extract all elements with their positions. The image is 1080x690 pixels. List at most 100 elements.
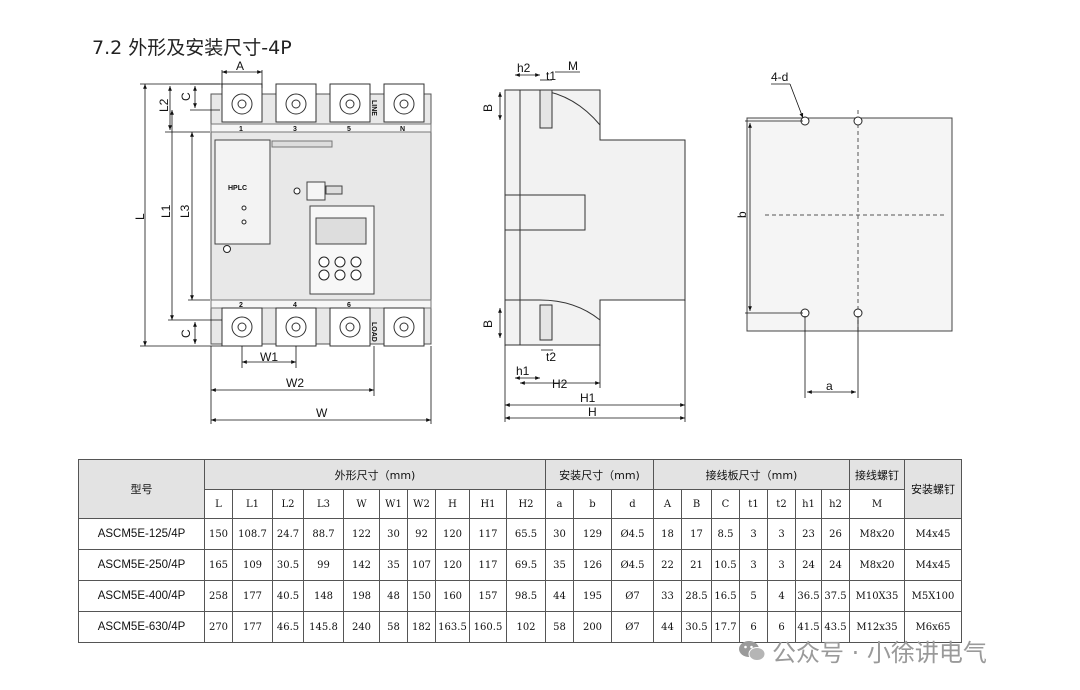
table-cell: 126 [573,549,612,581]
svg-text:b: b [735,211,749,218]
front-view-labels: A C L2 L L1 L3 C W1 W2 W HPLC 1 3 5 N 2 … [133,59,405,420]
table-cell: 270 [204,611,233,643]
table-cell: 88.7 [303,518,344,550]
table-cell: 6 [767,611,796,643]
svg-text:1: 1 [239,126,243,133]
table-cell: 23 [795,518,822,550]
table-cell: Ø4.5 [611,549,654,581]
table-cell: 48 [379,580,408,612]
table-cell: 5 [739,580,768,612]
table-cell: M8x20 [849,518,905,550]
group-outline: 外形尺寸（mm) [204,459,546,490]
svg-text:W1: W1 [260,350,278,364]
svg-text:M: M [568,59,578,73]
table-cell: Ø7 [611,580,654,612]
watermark: 公众号 · 小徐讲电气 [738,633,987,668]
table-cell: 26 [821,518,850,550]
table-cell: 148 [303,580,344,612]
column-header: H [435,489,470,519]
table-cell: 30.5 [272,549,304,581]
table-cell: 3 [767,518,796,550]
group-wiring-screw: 接线螺钉 [849,459,905,490]
table-cell: 120 [435,549,470,581]
svg-text:4-d: 4-d [771,70,788,84]
table-cell: 69.5 [506,549,546,581]
svg-text:L2: L2 [157,98,171,112]
svg-text:C: C [179,329,193,338]
watermark-text: 公众号 · 小徐讲电气 [772,639,987,667]
column-header: b [573,489,612,519]
table-cell: 33 [653,580,682,612]
table-cell: 44 [545,580,574,612]
table-cell: 8.5 [711,518,740,550]
svg-text:LOAD: LOAD [370,322,377,342]
wechat-icon [739,640,766,661]
column-header: C [711,489,740,519]
table-cell: 44 [653,611,682,643]
table-cell: 182 [407,611,436,643]
table-cell: 36.5 [795,580,822,612]
table-cell: 177 [232,580,273,612]
column-header: W1 [379,489,408,519]
svg-text:5: 5 [347,126,351,133]
svg-text:L: L [133,213,147,220]
model-cell: ASCM5E-125/4P [78,518,205,550]
svg-text:H2: H2 [552,377,568,391]
column-header: W [343,489,380,519]
brand-label: HPLC [228,185,247,192]
table-cell: 177 [232,611,273,643]
table-cell: 117 [469,518,507,550]
svg-text:a: a [826,379,833,393]
dimension-drawings: A C L2 L L1 L3 C W1 W2 W HPLC 1 3 5 N 2 … [133,59,953,424]
column-header: L2 [272,489,304,519]
svg-text:H1: H1 [580,391,596,405]
table-cell: 37.5 [821,580,850,612]
table-cell: 30 [379,518,408,550]
table-cell: 65.5 [506,518,546,550]
column-header: t1 [739,489,768,519]
table-cell: M4x45 [904,549,962,581]
model-cell: ASCM5E-630/4P [78,611,205,643]
svg-text:L3: L3 [178,204,192,218]
svg-text:h2: h2 [517,61,531,75]
table-cell: 107 [407,549,436,581]
table-cell: 30.5 [681,611,712,643]
table-cell: 3 [767,549,796,581]
svg-text:t2: t2 [546,350,556,364]
table-cell: 28.5 [681,580,712,612]
column-header: h1 [795,489,822,519]
svg-text:LINE: LINE [370,100,377,116]
table-cell: 17.7 [711,611,740,643]
column-header: L1 [232,489,273,519]
table-cell: 117 [469,549,507,581]
column-header: W2 [407,489,436,519]
svg-text:6: 6 [347,302,351,309]
column-header: B [681,489,712,519]
group-terminal: 接线板尺寸（mm) [653,459,850,490]
table-cell: 30 [545,518,574,550]
svg-text:3: 3 [293,126,297,133]
svg-text:C: C [179,92,193,101]
table-cell: M8x20 [849,549,905,581]
table-cell: Ø7 [611,611,654,643]
svg-text:2: 2 [239,302,243,309]
table-cell: 150 [204,518,233,550]
svg-text:t1: t1 [546,69,556,83]
table-cell: 35 [379,549,408,581]
table-cell: 46.5 [272,611,304,643]
table-cell: 17 [681,518,712,550]
section-title: 7.2 外形及安装尺寸-4P [92,37,292,59]
svg-text:H: H [588,405,597,419]
column-header: H1 [469,489,507,519]
table-cell: 142 [343,549,380,581]
table-cell: M10X35 [849,580,905,612]
column-header: A [653,489,682,519]
table-cell: 18 [653,518,682,550]
svg-text:L1: L1 [159,204,173,218]
table-cell: 21 [681,549,712,581]
table-cell: 3 [739,549,768,581]
table-cell: 200 [573,611,612,643]
